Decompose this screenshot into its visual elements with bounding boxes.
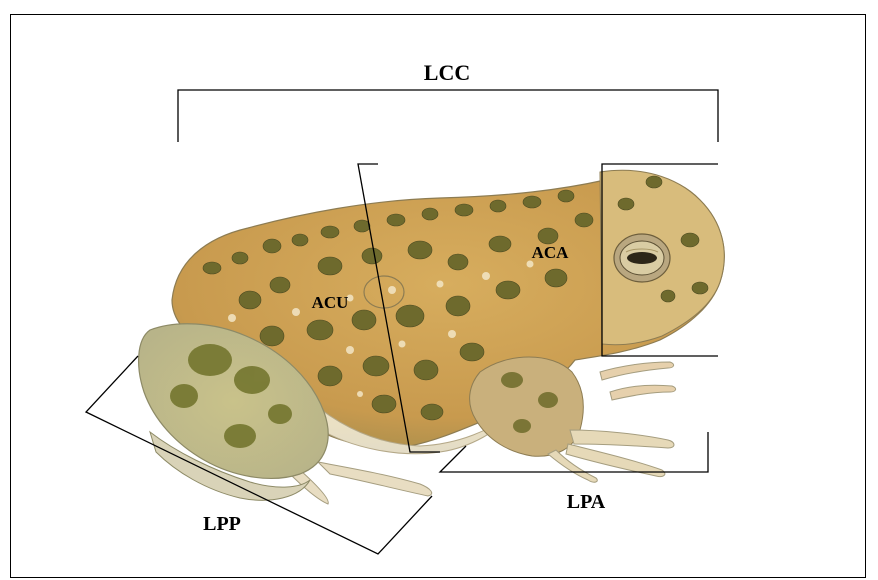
label-lpa: LPA: [567, 491, 606, 513]
label-lpp: LPP: [203, 513, 241, 535]
label-acu: ACU: [312, 293, 349, 312]
label-lcc: LCC: [424, 60, 470, 85]
lcc-bracket: [178, 90, 718, 142]
label-aca: ACA: [532, 243, 570, 262]
eye-icon: [614, 234, 670, 282]
toad-illustration: [139, 170, 725, 504]
